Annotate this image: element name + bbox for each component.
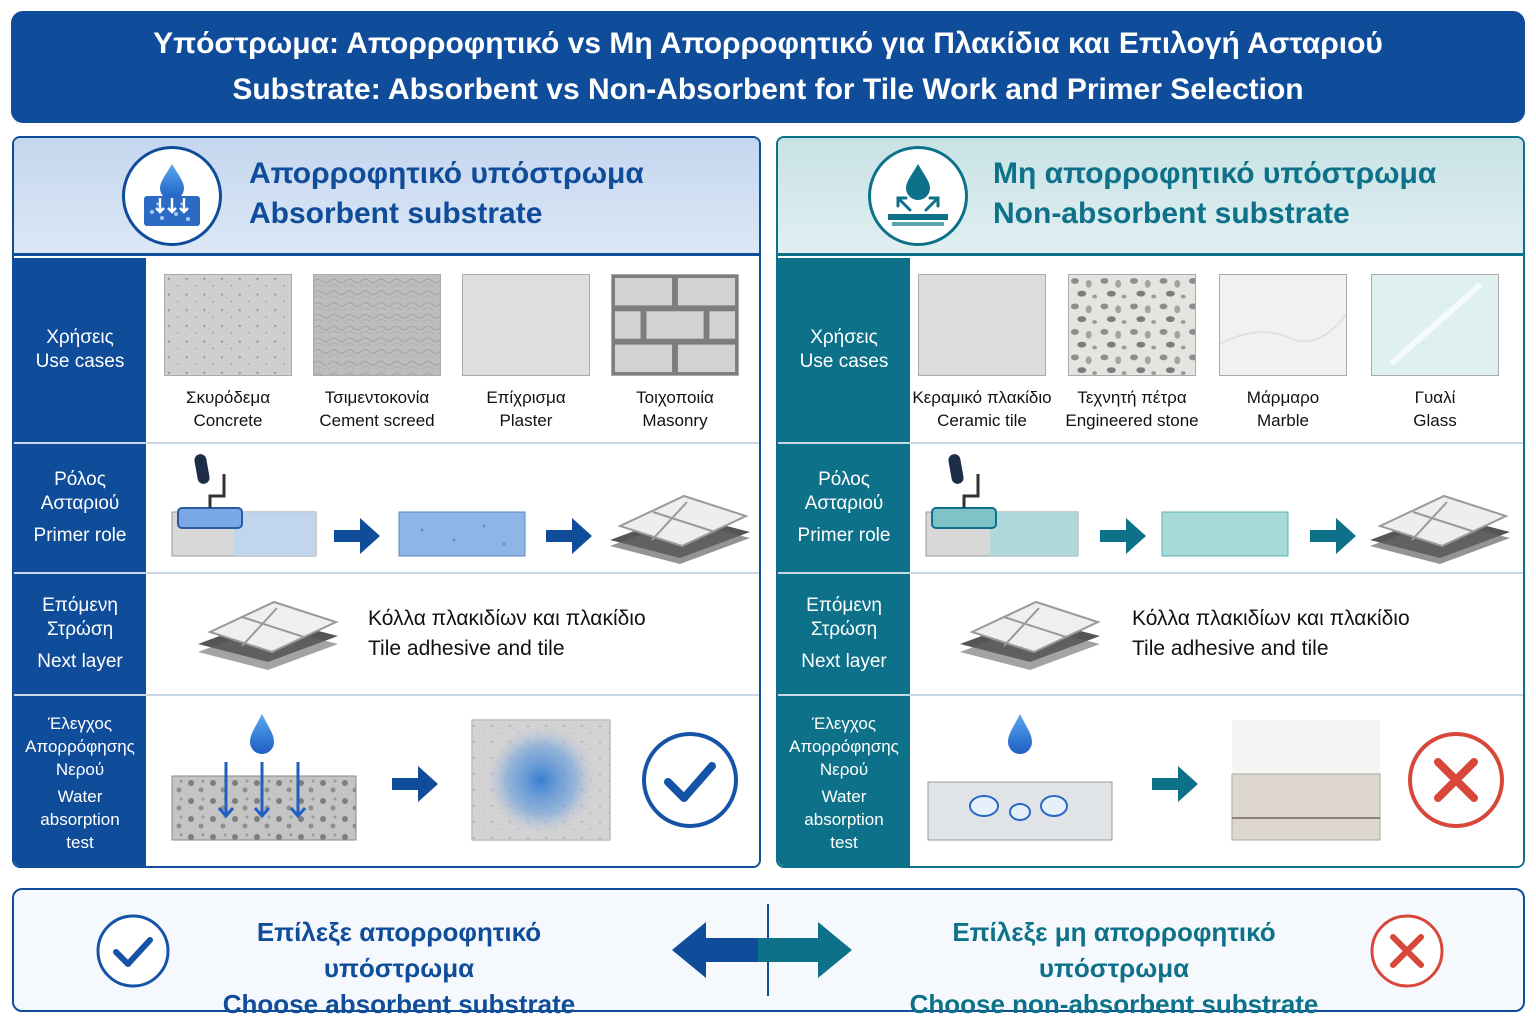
non-absorbent-primer-row: Ρόλος Ασταριού Primer role xyxy=(778,444,1523,574)
absorbent-title-english: Absorbent substrate xyxy=(249,197,543,230)
arrow-right-icon xyxy=(334,518,380,554)
non-absorbent-primer-sequence xyxy=(925,454,1510,564)
check-icon xyxy=(642,732,738,828)
check-icon xyxy=(96,914,170,988)
water-drop-icon xyxy=(250,714,274,754)
absorbent-next-layer-text: Κόλλα πλακιδίων και πλακίδιο Tile adhesi… xyxy=(368,607,646,660)
decision-footer: Επίλεξε απορροφητικό υπόστρωμα Choose ab… xyxy=(12,888,1525,1019)
primer-role-label: Ρόλος Ασταριού Primer role xyxy=(778,444,910,572)
non-absorbent-next-layer-row: Επόμενη Στρώση Next layer Κόλλα πλακιδίω… xyxy=(778,574,1523,696)
primer-role-label: Ρόλος Ασταριού Primer role xyxy=(14,444,146,572)
arrow-right-icon xyxy=(392,766,438,802)
absorbent-test-sequence xyxy=(171,714,738,841)
ceramic-tile-swatch xyxy=(918,274,1046,376)
use-cases-label: Χρήσεις Use cases xyxy=(14,258,146,442)
absorbent-primer-sequence xyxy=(171,454,750,564)
next-layer-label: Επόμενη Στρώση Next layer xyxy=(778,574,910,694)
header-banner: Υπόστρωμα: Απορροφητικό vs Μη Απορροφητι… xyxy=(11,11,1525,123)
paint-roller-icon xyxy=(171,454,317,557)
primed-surface xyxy=(1161,511,1289,557)
arrow-right-icon xyxy=(1100,518,1146,554)
non-absorbent-panel: Μη απορροφητικό υπόστρωμα Non-absorbent … xyxy=(776,136,1525,868)
choose-absorbent-text: Επίλεξε απορροφητικό υπόστρωμα Choose ab… xyxy=(222,917,576,1019)
water-test-label: Έλεγχος Απορρόφησης Νερού Water absorpti… xyxy=(778,696,910,866)
absorbent-panel-header: Απορροφητικό υπόστρωμα Absorbent substra… xyxy=(14,138,759,256)
water-test-label: Έλεγχος Απορρόφησης Νερού Water absorpti… xyxy=(14,696,146,866)
cross-icon xyxy=(1408,732,1504,828)
arrow-right-icon xyxy=(1310,518,1356,554)
engineered-stone-swatch xyxy=(1068,274,1196,376)
absorbent-primer-row: Ρόλος Ασταριού Primer role xyxy=(14,444,759,574)
non-absorbent-test-sequence xyxy=(927,714,1504,841)
header-title-greek: Υπόστρωμα: Απορροφητικό vs Μη Απορροφητι… xyxy=(153,27,1383,60)
primed-surface xyxy=(398,511,526,557)
water-drop-repel-icon xyxy=(868,146,968,246)
non-absorbent-water-test-row: Έλεγχος Απορρόφησης Νερού Water absorpti… xyxy=(778,696,1523,866)
next-layer-label: Επόμενη Στρώση Next layer xyxy=(14,574,146,694)
porous-substrate xyxy=(171,775,357,841)
arrow-right-icon xyxy=(1152,766,1198,802)
cross-icon xyxy=(1370,914,1444,988)
use-cases-label: Χρήσεις Use cases xyxy=(778,258,910,442)
absorbent-panel: Απορροφητικό υπόστρωμα Absorbent substra… xyxy=(12,136,761,868)
absorbent-title-greek: Απορροφητικό υπόστρωμα xyxy=(249,157,644,190)
tile-on-adhesive-icon xyxy=(610,494,750,564)
tile-adhesive-icon xyxy=(960,600,1101,670)
absorbent-panel-title: Απορροφητικό υπόστρωμα Absorbent substra… xyxy=(249,154,644,234)
non-absorbent-title-english: Non-absorbent substrate xyxy=(993,197,1350,230)
masonry-swatch xyxy=(611,274,739,376)
header-title-english: Substrate: Absorbent vs Non-Absorbent fo… xyxy=(232,73,1304,106)
non-absorbent-panel-title: Μη απορροφητικό υπόστρωμα Non-absorbent … xyxy=(993,154,1436,234)
tile-adhesive-icon xyxy=(198,600,339,670)
non-absorbent-panel-header: Μη απορροφητικό υπόστρωμα Non-absorbent … xyxy=(778,138,1523,256)
non-absorbent-title-greek: Μη απορροφητικό υπόστρωμα xyxy=(993,157,1437,190)
non-absorbent-next-layer-text: Κόλλα πλακιδίων και πλακίδιο Tile adhesi… xyxy=(1132,607,1410,660)
absorbent-water-test-row: Έλεγχος Απορρόφησης Νερού Water absorpti… xyxy=(14,696,759,866)
concrete-swatch xyxy=(164,274,292,376)
water-drop-absorb-icon xyxy=(122,146,222,246)
tile-on-adhesive-icon xyxy=(1370,494,1510,564)
arrow-right-icon xyxy=(546,518,592,554)
double-arrow-icon xyxy=(672,922,852,978)
water-drop-icon xyxy=(1008,714,1032,754)
cement-screed-swatch xyxy=(313,274,441,376)
glass-swatch xyxy=(1371,274,1499,376)
paint-roller-icon xyxy=(925,454,1079,557)
absorbent-next-layer-row: Επόμενη Στρώση Next layer Κόλλα πλακιδίω… xyxy=(14,574,759,696)
marble-swatch xyxy=(1219,274,1347,376)
plaster-swatch xyxy=(462,274,590,376)
choose-non-absorbent-text: Επίλεξε μη απορροφητικό υπόστρωμα Choose… xyxy=(909,917,1319,1019)
